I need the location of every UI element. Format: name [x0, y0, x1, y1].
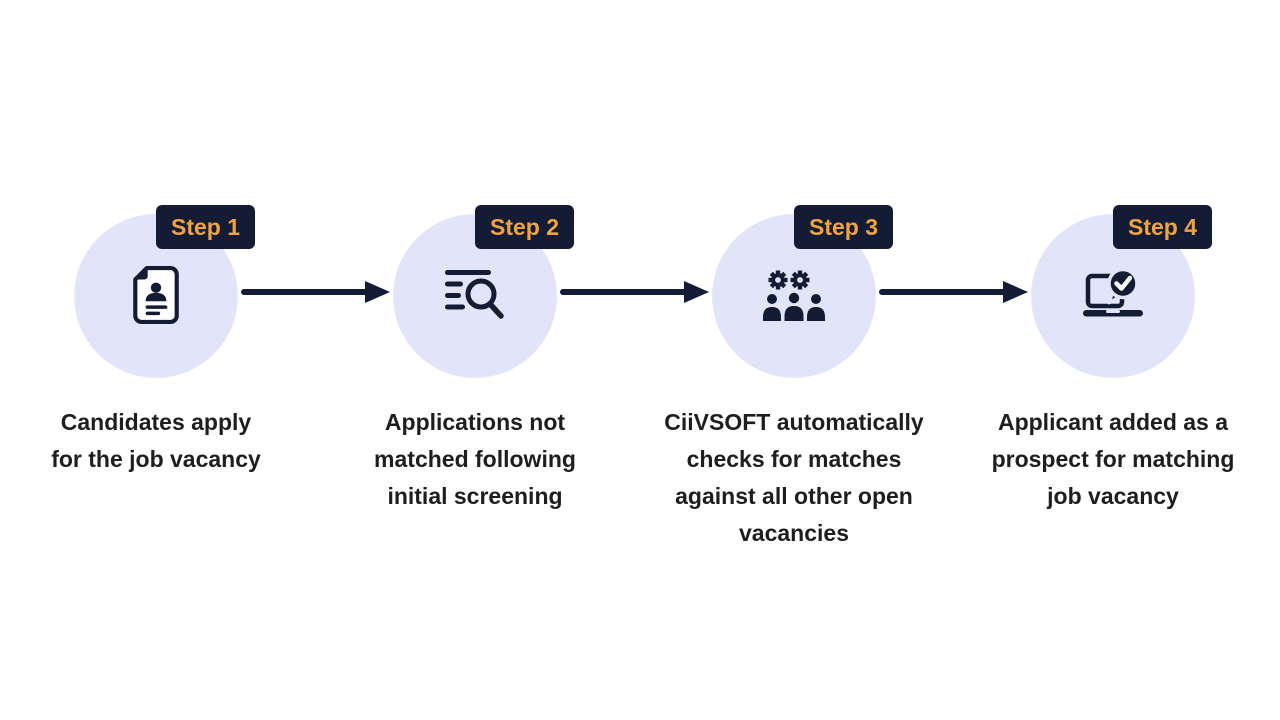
flow-arrow-1: [241, 281, 390, 303]
step-4-badge: Step 4: [1113, 205, 1213, 249]
flow-arrow-2: [560, 281, 709, 303]
team-automation-gears-icon: [634, 263, 954, 327]
step-2-badge: Step 2: [475, 205, 575, 249]
step-3-badge: Step 3: [794, 205, 894, 249]
step-3: Step 3: [634, 0, 954, 720]
resume-document-icon: [0, 263, 316, 327]
flow-arrow-3: [879, 281, 1028, 303]
screening-search-list-icon: [315, 263, 635, 327]
laptop-check-bubble-icon: [953, 263, 1273, 327]
step-1-badge: Step 1: [156, 205, 256, 249]
